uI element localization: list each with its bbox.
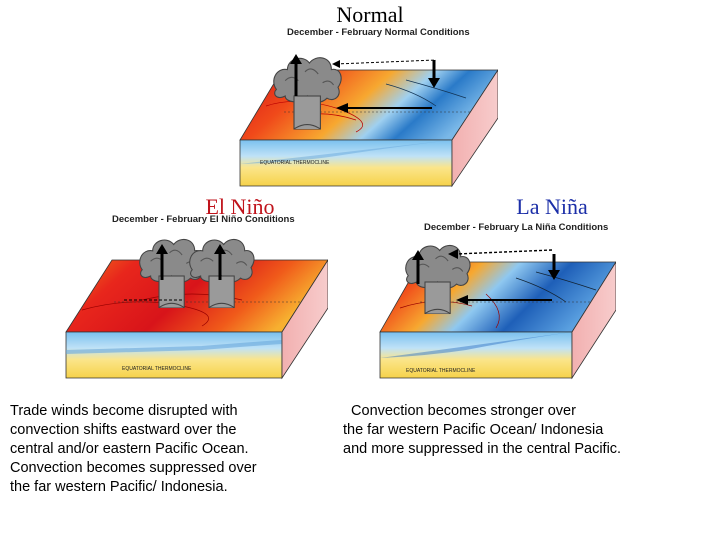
subtitle-el-nino: December - February El Niño Conditions (112, 214, 295, 225)
up-arrow-icon (290, 54, 302, 96)
caption-el-nino: Trade winds become disrupted with convec… (10, 402, 257, 497)
caption-line: central and/or eastern Pacific Ocean. (10, 441, 249, 457)
caption-line: Convection becomes suppressed over (10, 460, 257, 476)
left-arrow-icon (336, 103, 432, 113)
heading-normal: Normal (336, 2, 404, 27)
thermocline-label-el-nino: EQUATORIAL THERMOCLINE (122, 366, 192, 372)
down-arrow-icon (548, 254, 560, 280)
subtitle-la-nina: December - February La Niña Conditions (424, 222, 609, 233)
left-arrow-icon (456, 295, 552, 305)
thermocline-label-la-nina: EQUATORIAL THERMOCLINE (406, 368, 476, 374)
caption-line: Trade winds become disrupted with (10, 403, 238, 419)
caption-line: convection shifts eastward over the (10, 422, 237, 438)
down-arrow-icon (428, 60, 440, 88)
caption-line: Convection becomes stronger over (343, 403, 576, 419)
caption-la-nina: Convection becomes stronger over the far… (343, 402, 621, 459)
normal-conditions-diagram: EQUATORIAL THERMOCLINE (239, 54, 498, 188)
subtitle-normal: December - February Normal Conditions (287, 27, 470, 38)
caption-line: the far western Pacific/ Indonesia. (10, 479, 228, 495)
up-arrow-icon (156, 244, 168, 280)
caption-line: the far western Pacific Ocean/ Indonesia (343, 422, 604, 438)
el-nino-conditions-diagram: EQUATORIAL THERMOCLINE (65, 238, 328, 380)
up-arrow-icon (412, 250, 424, 284)
la-nina-conditions-diagram: EQUATORIAL THERMOCLINE (379, 244, 616, 380)
thermocline-label-normal: EQUATORIAL THERMOCLINE (260, 160, 330, 166)
heading-el-nino: El Niño (205, 194, 275, 219)
left-arrow-icon (448, 249, 553, 259)
up-arrow-icon (214, 244, 226, 280)
caption-line: and more suppressed in the central Pacif… (343, 441, 622, 457)
heading-la-nina: La Niña (516, 194, 588, 219)
